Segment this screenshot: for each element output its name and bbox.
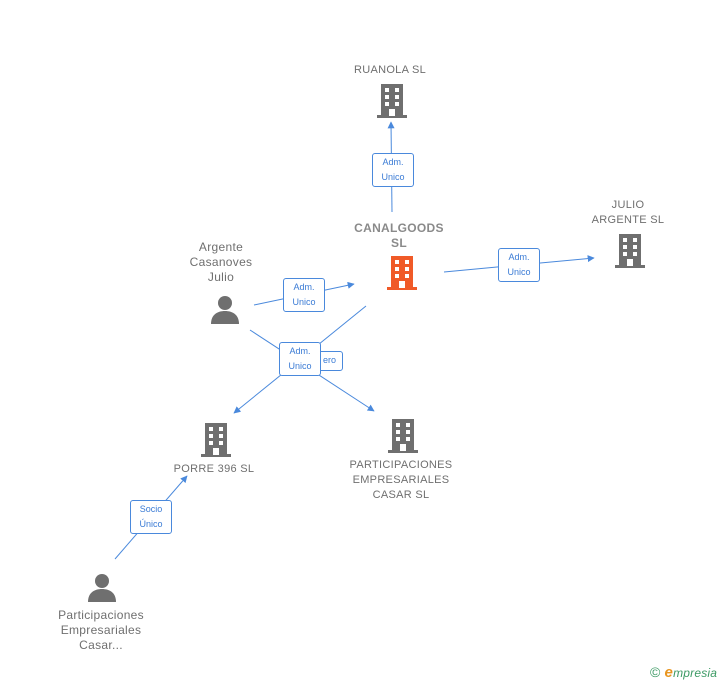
node-label-porre[interactable]: PORRE 396 SL [173,463,255,475]
node-label-ruanola[interactable]: RUANOLA SL [353,64,427,76]
empresia-logo: ©empresia [650,664,718,681]
edge-label-socio-unico[interactable]: Socio Único [130,500,172,534]
edge-label-to-ruanola[interactable]: Adm. Unico [372,153,414,187]
edge-label-to-julio-argente[interactable]: Adm. Unico [498,248,540,282]
building-icon-ruanola[interactable] [377,84,407,118]
node-label-canalgoods[interactable]: CANALGOODS SL [354,221,444,250]
person-icon-argente-julio[interactable] [210,295,240,325]
edge-label-person-to-canalgoods[interactable]: Adm. Unico [283,278,325,312]
edge-label-to-porre[interactable]: Adm. Unico [279,342,321,376]
building-icon-participaciones[interactable] [388,419,418,453]
node-label-argente-julio[interactable]: Argente Casanoves Julio [189,240,253,284]
node-label-participaciones-sl[interactable]: PARTICIPACIONES EMPRESARIALES CASAR SL [349,459,453,501]
copyright-icon: © [650,664,661,680]
building-icon-porre[interactable] [201,423,231,457]
node-label-julio-argente[interactable]: JULIO ARGENTE SL [591,199,665,226]
building-icon-julio-argente[interactable] [615,234,645,268]
building-icon-canalgoods[interactable] [387,256,417,290]
node-label-participaciones-person[interactable]: Participaciones Empresariales Casar... [58,608,144,652]
person-icon-participaciones[interactable] [87,573,117,603]
